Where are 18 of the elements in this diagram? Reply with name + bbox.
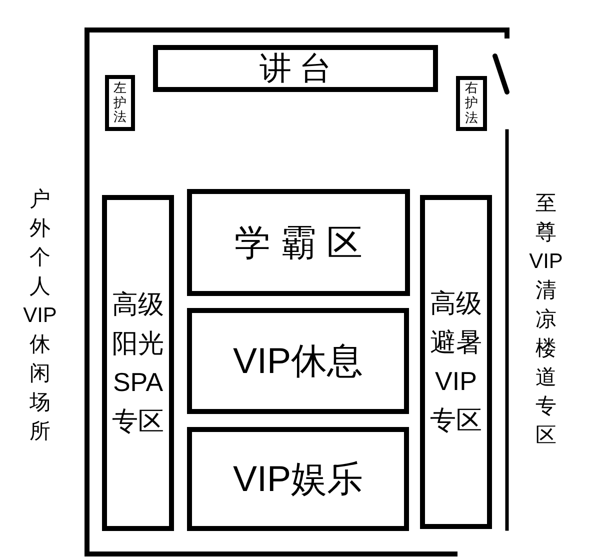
seat-label: 右护法: [464, 81, 479, 126]
guard-seat-box: [105, 75, 135, 131]
seating-zone-box: [102, 195, 174, 531]
seating-zone-box: [420, 195, 492, 529]
zone-label: 高级阳光SPA专区: [110, 288, 165, 438]
podium-label: 讲台: [258, 50, 340, 86]
podium-box: [153, 45, 438, 92]
zone-label: 学霸区: [234, 222, 372, 262]
seating-zone-box: [187, 189, 410, 296]
seating-zone-box: [187, 308, 409, 414]
seating-zone-box: [187, 427, 409, 531]
zone-label: 高级避暑VIP专区: [428, 287, 483, 437]
area-label: 至尊VIP清凉楼道专区: [528, 191, 564, 449]
guard-seat-box: [456, 76, 487, 131]
area-label: 户外个人VIP休闲场所: [22, 187, 58, 445]
zone-label: VIP娱乐: [232, 459, 364, 499]
zone-label: VIP休息: [232, 341, 364, 381]
seat-label: 左护法: [112, 80, 128, 126]
